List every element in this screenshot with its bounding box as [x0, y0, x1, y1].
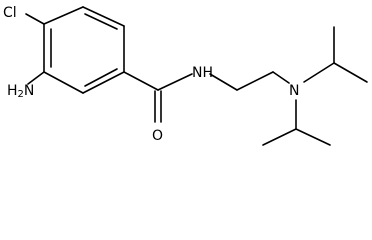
amine-label: H2N [7, 83, 34, 100]
amide-nitrogen-label: NH [192, 65, 213, 81]
bond-ch2-ch2 [236, 71, 274, 91]
bond-ring-chlorine [25, 13, 45, 25]
ring-bond-top-right [82, 6, 125, 27]
amine-h-subscript: 2 [18, 89, 24, 100]
bond-isopropyl-bottom-methyl-1 [262, 128, 297, 146]
tertiary-nitrogen-label: N [289, 83, 299, 99]
ring-bond-top-left [43, 6, 84, 25]
amine-h-label: H [7, 83, 18, 99]
benzene-ring [43, 6, 125, 94]
amide-h-label: H [202, 65, 213, 81]
bond-ring-amine [27, 71, 45, 85]
bond-ring-carbonyl [123, 71, 159, 91]
bond-n-isopropyl-top [303, 62, 335, 83]
bond-isopropyl-bottom-methyl-2 [295, 128, 331, 146]
bond-amide-n-ch2 [209, 73, 238, 91]
amine-n-label: N [24, 83, 34, 99]
chemical-structure: Cl H2N O NH N [3, 5, 368, 146]
ring-double-bond-top [84, 13, 118, 30]
ring-bond-bottom-left [43, 71, 84, 94]
carbonyl-oxygen-label: O [152, 128, 163, 144]
ring-double-bond-bottom [84, 68, 118, 87]
bond-carbonyl-amide-n [157, 73, 193, 91]
bond-isopropyl-top-methyl-2 [333, 62, 368, 83]
ring-bond-bottom-right [82, 71, 125, 94]
chlorine-label: Cl [3, 5, 17, 21]
bond-ch2-tertiary-n [272, 71, 290, 84]
amide-n-label: N [192, 65, 202, 81]
